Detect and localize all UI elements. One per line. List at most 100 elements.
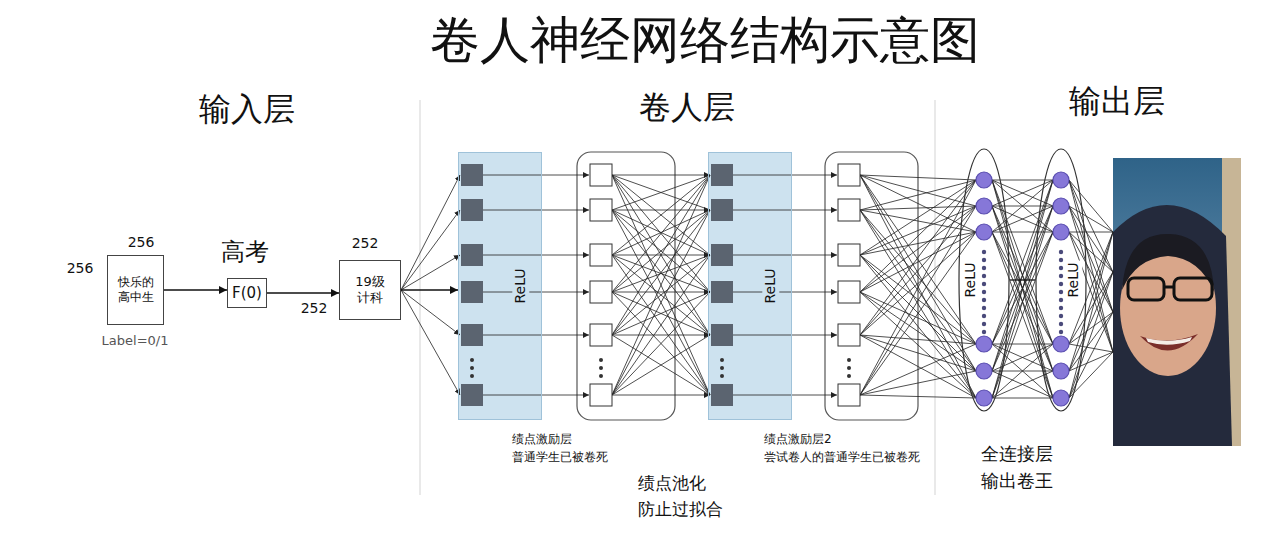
class-box: 19级 计科 (339, 260, 401, 320)
wire (612, 175, 710, 176)
ellipsis-dot (1059, 330, 1063, 334)
wire (612, 255, 710, 292)
wire (612, 175, 710, 395)
wire (992, 180, 1053, 181)
ellipsis-dot (599, 358, 603, 362)
wire (612, 395, 710, 396)
section-heading: 输出层 (1069, 82, 1165, 120)
neuron-circle (976, 363, 992, 379)
label-note: Label=0/1 (102, 333, 169, 349)
neuron-square (711, 281, 733, 303)
wire (733, 210, 837, 211)
ellipse-outline (1036, 149, 1086, 411)
pool-square (590, 244, 612, 266)
connector-arrow (267, 292, 339, 293)
neuron-circle (976, 390, 992, 406)
wire (992, 344, 1053, 371)
pool-square (838, 244, 860, 266)
box-text: 快乐的 高中生 (111, 275, 160, 305)
wire (612, 210, 710, 211)
ellipsis-dot (1059, 250, 1063, 254)
wire (612, 210, 710, 255)
ellipsis-dot (1059, 274, 1063, 278)
pool-square (838, 384, 860, 406)
wire (733, 395, 837, 396)
wire (860, 180, 976, 210)
wire (612, 175, 710, 335)
ellipsis-dot (1059, 258, 1063, 262)
wire (992, 180, 1053, 371)
ellipsis-dot (599, 366, 603, 370)
wire (612, 292, 710, 395)
layer-note: 绩点池化 防止过拟合 (638, 470, 733, 523)
wire (612, 210, 710, 292)
wire (612, 210, 710, 395)
neuron-square (461, 384, 483, 406)
photo-glasses (1174, 278, 1212, 300)
function-box: F(0) (227, 278, 267, 308)
dense-layer: ReLU (958, 148, 1010, 412)
wire (733, 175, 837, 176)
photo-illustration (1113, 158, 1241, 446)
wire (401, 255, 460, 290)
wire (483, 292, 589, 293)
wire (860, 371, 976, 395)
neuron-square (711, 384, 733, 406)
wire (401, 290, 460, 335)
wire (483, 255, 589, 256)
pool-square (590, 324, 612, 346)
wire (612, 255, 710, 335)
photo-mouth (1140, 334, 1198, 351)
neuron-circle (1053, 224, 1069, 240)
wire (860, 335, 976, 371)
wire (483, 335, 589, 336)
wire (992, 206, 1053, 398)
ellipsis-dot (982, 258, 986, 262)
ellipsis-dot (982, 330, 986, 334)
photo-glasses (1164, 286, 1174, 289)
ellipsis-dot (1059, 314, 1063, 318)
ellipsis-dot (1059, 290, 1063, 294)
wire (860, 175, 976, 344)
ellipsis-dot (982, 314, 986, 318)
neuron-circle (1053, 390, 1069, 406)
wire (992, 344, 1053, 398)
ellipsis-dot (847, 358, 851, 362)
dimension-label: 252 (352, 235, 379, 252)
wire (612, 292, 710, 395)
ellipse-outline (959, 149, 1009, 411)
input-box: 快乐的 高中生 (107, 255, 164, 325)
wire (401, 210, 460, 290)
diagram-title: 卷人神经网络结构示意图 (430, 10, 980, 70)
wire (1069, 232, 1113, 371)
wire (612, 175, 710, 255)
wire (992, 344, 1053, 398)
wire (612, 175, 710, 335)
ellipsis-dot (470, 358, 474, 362)
wire (612, 175, 710, 395)
section-divider (419, 100, 421, 495)
neuron-circle (1053, 336, 1069, 352)
wire (612, 335, 710, 395)
wire (401, 175, 460, 290)
wire (860, 344, 976, 395)
wire (483, 210, 589, 211)
wire (860, 335, 976, 344)
wire (612, 255, 710, 395)
wire (733, 292, 837, 293)
wire (860, 292, 976, 371)
wire (860, 180, 976, 335)
ellipsis-dot (982, 322, 986, 326)
wire (860, 180, 976, 255)
wire (612, 175, 710, 292)
connector-arrow (164, 289, 227, 290)
neuron-square (461, 324, 483, 346)
wire (612, 175, 710, 292)
ellipsis-dot (982, 282, 986, 286)
ellipsis-dot (982, 250, 986, 254)
dimension-label: 252 (301, 300, 328, 317)
photo-hoodie (1113, 205, 1232, 446)
pool-square (590, 164, 612, 186)
photo-teeth (1146, 337, 1192, 345)
wire (860, 210, 976, 398)
